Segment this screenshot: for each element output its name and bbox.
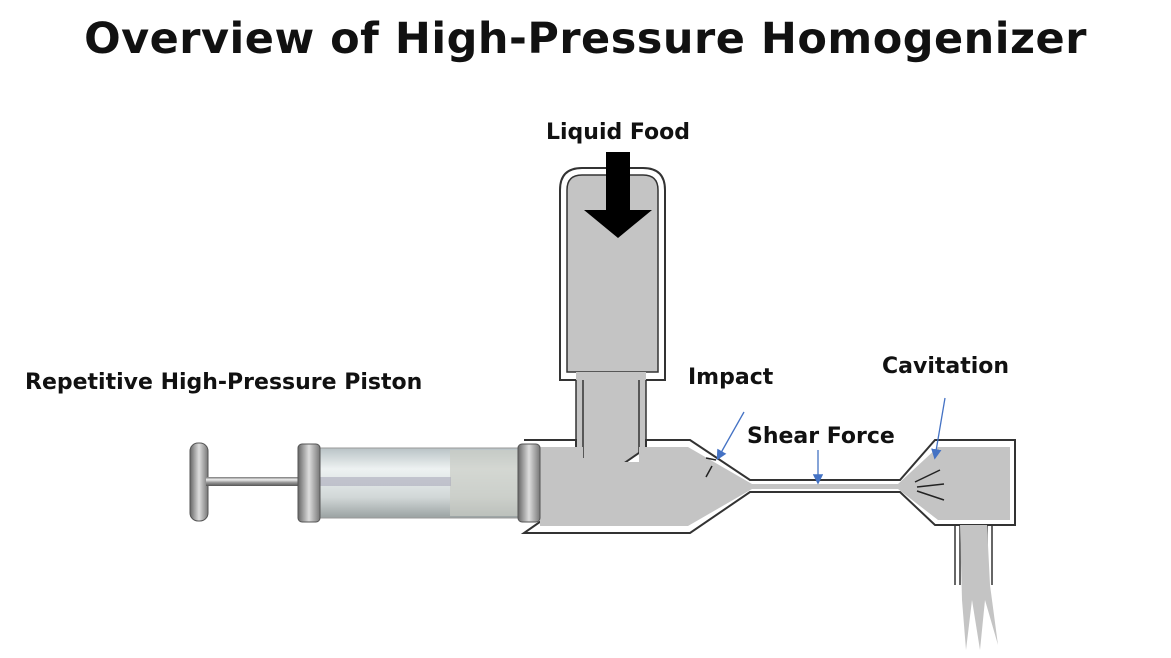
label-cavitation: Cavitation — [882, 354, 1010, 379]
inlet-neck — [575, 372, 647, 462]
piston-syringe[interactable] — [189, 442, 541, 523]
label-impact: Impact — [688, 365, 774, 390]
impact-pointer — [716, 411, 745, 461]
label-liquid-food: Liquid Food — [546, 120, 691, 145]
cavitation-pointer — [931, 397, 946, 460]
label-shear-force: Shear Force — [747, 424, 895, 449]
inflow-arrow-icon — [584, 152, 652, 238]
page-title: Overview of High-Pressure Homogenizer — [84, 14, 1087, 64]
label-piston: Repetitive High-Pressure Piston — [25, 370, 423, 395]
flow-chamber — [520, 439, 1016, 650]
hopper — [559, 167, 666, 381]
